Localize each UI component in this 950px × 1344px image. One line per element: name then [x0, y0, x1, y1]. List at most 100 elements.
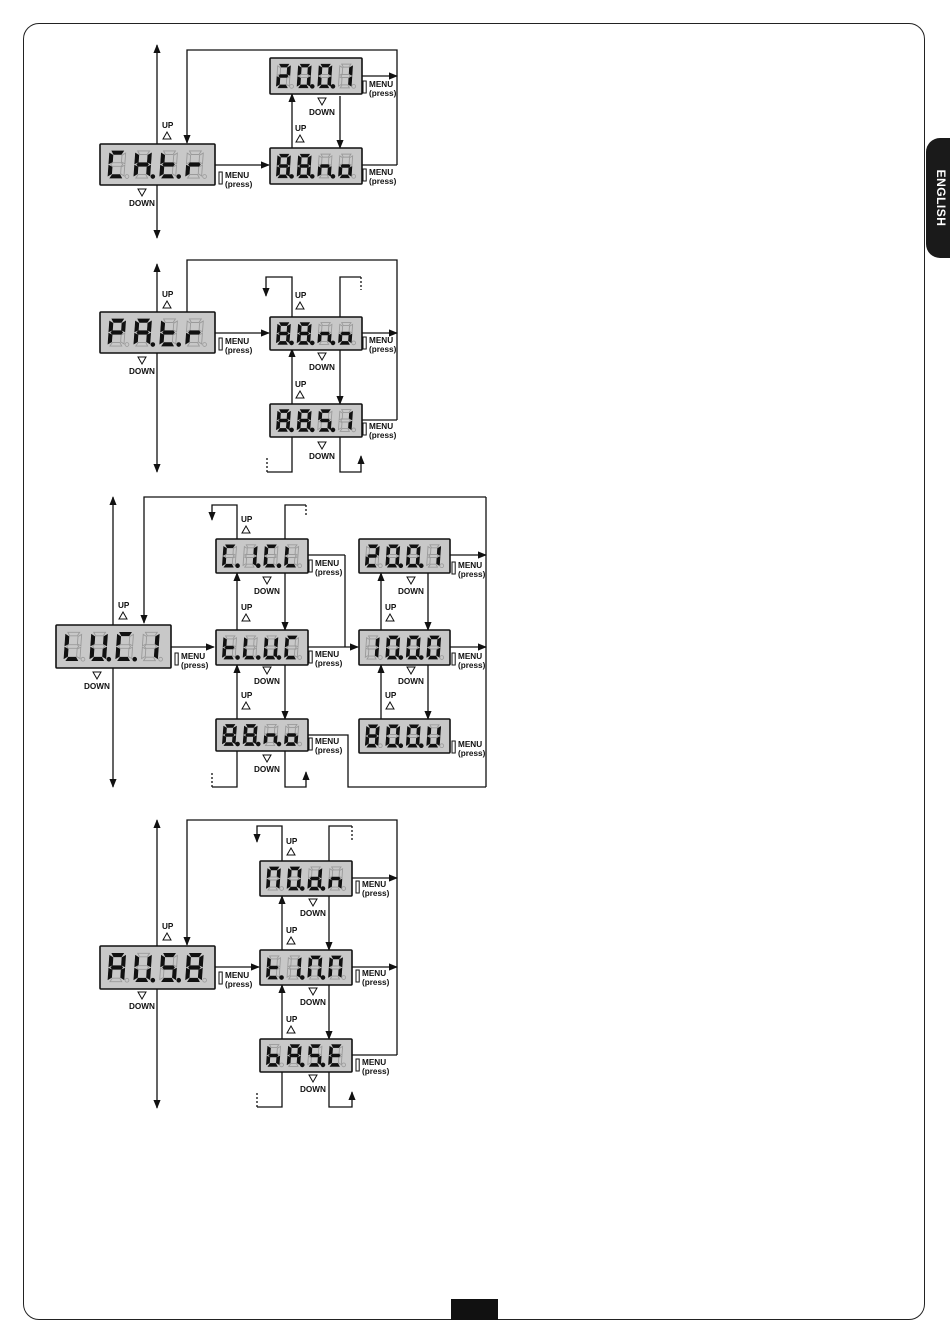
- down-triangle-icon: [137, 356, 147, 366]
- display-digit: [286, 1044, 305, 1068]
- press-label: (press): [225, 180, 253, 189]
- up-triangle-icon: [385, 700, 395, 710]
- menu-press-label: MENU(press): [308, 650, 343, 668]
- down-triangle-icon: [317, 97, 327, 107]
- down-label: DOWN: [254, 765, 280, 774]
- down-label: DOWN: [300, 909, 326, 918]
- display-digit: [317, 322, 336, 346]
- menu-label: MENU: [458, 652, 482, 661]
- display-digit: [263, 723, 282, 747]
- display-digit: [276, 153, 294, 179]
- display-digit: [364, 724, 383, 749]
- menu-press-label: MENU(press): [451, 652, 486, 670]
- up-label: UP: [295, 291, 307, 300]
- display-digit: [242, 724, 261, 747]
- down-triangle-icon: [308, 987, 318, 997]
- press-label: (press): [315, 568, 343, 577]
- press-label: (press): [458, 570, 486, 579]
- menu-press-label: MENU(press): [308, 737, 343, 755]
- up-indicator: UP: [241, 515, 253, 534]
- display-digit: [284, 723, 302, 747]
- down-indicator: DOWN: [309, 97, 335, 117]
- press-label: (press): [458, 749, 486, 758]
- option-display-tluc: [215, 629, 309, 666]
- down-indicator: DOWN: [84, 671, 110, 691]
- up-triangle-icon: [241, 612, 251, 622]
- display-digit: [133, 952, 156, 983]
- menu-press-label: MENU(press): [355, 1058, 390, 1076]
- up-indicator: UP: [286, 926, 298, 945]
- display-digit: [328, 866, 346, 891]
- option-display-modn: [259, 860, 353, 897]
- up-label: UP: [385, 691, 397, 700]
- press-label: (press): [369, 89, 397, 98]
- menu-label: MENU: [362, 880, 386, 889]
- option-display-cicl: [215, 538, 309, 574]
- display-digit: [286, 955, 305, 980]
- menu-press-label: MENU(press): [174, 652, 209, 670]
- menu-press-label: MENU(press): [362, 422, 397, 440]
- menu-label: MENU: [225, 171, 249, 180]
- menu-label: MENU: [362, 969, 386, 978]
- down-indicator: DOWN: [254, 576, 280, 596]
- down-label: DOWN: [309, 452, 335, 461]
- down-indicator: DOWN: [300, 898, 326, 918]
- down-label: DOWN: [300, 1085, 326, 1094]
- down-indicator: DOWN: [398, 666, 424, 686]
- display-digit: [222, 724, 240, 747]
- press-label: (press): [458, 661, 486, 670]
- displays-layer: [55, 57, 451, 1073]
- up-indicator: UP: [295, 124, 307, 143]
- display-digit: [307, 1044, 326, 1068]
- up-label: UP: [162, 922, 174, 931]
- menu-press-label: MENU(press): [308, 559, 343, 577]
- display-digit: [426, 724, 445, 749]
- down-label: DOWN: [129, 367, 155, 376]
- option-display-2001: [269, 57, 363, 95]
- menu-press-label: MENU(press): [355, 880, 390, 898]
- up-label: UP: [162, 121, 174, 130]
- up-indicator: UP: [295, 291, 307, 310]
- menu-label: MENU: [225, 971, 249, 980]
- up-label: UP: [286, 837, 298, 846]
- down-indicator: DOWN: [129, 188, 155, 208]
- up-triangle-icon: [286, 1024, 296, 1034]
- down-label: DOWN: [254, 677, 280, 686]
- menu-press-label: MENU(press): [451, 561, 486, 579]
- up-triangle-icon: [295, 389, 305, 399]
- down-triangle-icon: [262, 576, 272, 586]
- down-indicator: DOWN: [129, 991, 155, 1011]
- display-digit: [263, 635, 282, 660]
- up-label: UP: [295, 380, 307, 389]
- option-display-base: [259, 1038, 353, 1073]
- menu-label: MENU: [458, 561, 482, 570]
- display-digit: [426, 635, 445, 660]
- menu-label: MENU: [369, 80, 393, 89]
- up-triangle-icon: [286, 935, 296, 945]
- menu-label: MENU: [315, 737, 339, 746]
- up-indicator: UP: [286, 837, 298, 856]
- down-label: DOWN: [309, 108, 335, 117]
- option-display-timm: [259, 949, 353, 986]
- display-digit: [286, 866, 305, 891]
- up-indicator: UP: [295, 380, 307, 399]
- display-digit: [337, 409, 356, 433]
- display-digit: [328, 955, 346, 980]
- menu-label: MENU: [225, 337, 249, 346]
- press-label: (press): [315, 746, 343, 755]
- menu-label: MENU: [362, 1058, 386, 1067]
- main-display-ch-tr: [99, 143, 216, 186]
- down-indicator: DOWN: [398, 576, 424, 596]
- display-digit: [405, 544, 424, 569]
- down-indicator: DOWN: [254, 666, 280, 686]
- display-digit: [317, 63, 336, 89]
- suboption-display-2001: [358, 538, 451, 574]
- display-digit: [222, 544, 240, 569]
- up-label: UP: [286, 1015, 298, 1024]
- up-triangle-icon: [241, 700, 251, 710]
- display-digit: [317, 409, 336, 433]
- down-triangle-icon: [317, 441, 327, 451]
- display-digit: [385, 635, 404, 660]
- main-display-luci: [55, 624, 172, 669]
